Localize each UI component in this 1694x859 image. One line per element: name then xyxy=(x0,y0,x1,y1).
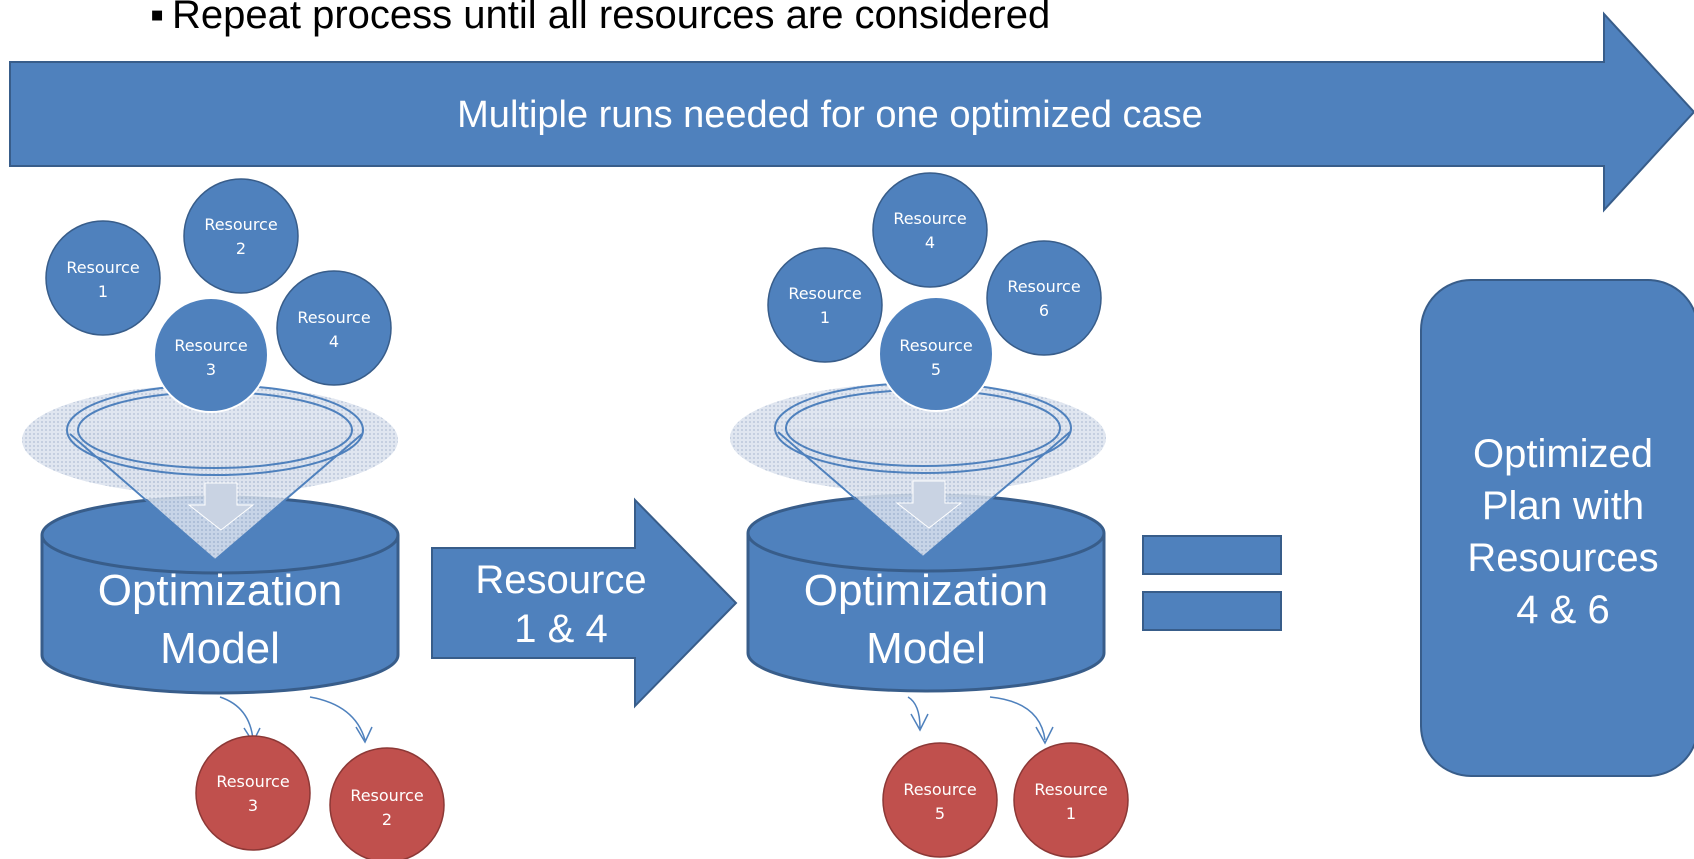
header-line: ▪ Repeat process until all resources are… xyxy=(150,0,1050,37)
resource-input-3-line2: 3 xyxy=(206,360,216,379)
equals-sign xyxy=(1142,535,1282,631)
resource-input-s2-1-line2: 1 xyxy=(820,308,830,327)
transfer-arrow: Resource 1 & 4 xyxy=(431,497,738,709)
resource-input-4-line2: 4 xyxy=(329,332,339,351)
resource-input-s2-5-line2: 5 xyxy=(931,360,941,379)
resource-input-1-line1: Resource xyxy=(66,258,139,277)
resource-input-s2-4-line1: Resource xyxy=(893,209,966,228)
resource-output-s2-5: Resource 5 xyxy=(882,742,998,858)
resource-input-1-line2: 1 xyxy=(98,282,108,301)
resource-input-s2-4-line2: 4 xyxy=(925,233,935,252)
resource-output-2-line1: Resource xyxy=(350,786,423,805)
transfer-arrow-line2: 1 & 4 xyxy=(514,607,607,651)
resource-output-s2-5-line2: 5 xyxy=(935,804,945,823)
resource-input-2-line2: 2 xyxy=(236,239,246,258)
resource-input-4: Resource 4 xyxy=(276,270,392,386)
model-1-line1: Optimization xyxy=(98,566,343,615)
resource-input-s2-6: Resource 6 xyxy=(986,240,1102,356)
resource-input-2-line1: Resource xyxy=(204,215,277,234)
resource-output-3-line2: 3 xyxy=(248,796,258,815)
resource-output-3-line1: Resource xyxy=(216,772,289,791)
resource-output-3: Resource 3 xyxy=(195,735,311,851)
resource-input-s2-1-line1: Resource xyxy=(788,284,861,303)
model-2-line1: Optimization xyxy=(804,566,1049,615)
resource-output-s2-1: Resource 1 xyxy=(1013,742,1129,858)
transfer-arrow-line1: Resource xyxy=(475,558,646,602)
resource-input-2: Resource 2 xyxy=(183,178,299,294)
process-arrow: Multiple runs needed for one optimized c… xyxy=(9,11,1694,213)
header-bullet: ▪ xyxy=(150,0,164,37)
resource-input-3-line1: Resource xyxy=(174,336,247,355)
stage-2: Optimization Model Resource 4 Resource 1… xyxy=(730,172,1129,858)
resource-input-s2-5: Resource 5 xyxy=(878,296,994,412)
resource-input-s2-6-line2: 6 xyxy=(1039,301,1049,320)
model-2-line2: Model xyxy=(866,624,986,673)
resource-output-2: Resource 2 xyxy=(329,747,445,859)
resource-output-s2-5-line1: Resource xyxy=(903,780,976,799)
stage-1: Optimization Model Resource 1 Resource 2… xyxy=(22,178,445,859)
result-line4: 4 & 6 xyxy=(1516,588,1609,632)
output-arrows-1 xyxy=(219,696,373,744)
header-text: Repeat process until all resources are c… xyxy=(172,0,1050,37)
resource-output-s2-1-line2: 1 xyxy=(1066,804,1076,823)
process-arrow-label: Multiple runs needed for one optimized c… xyxy=(457,94,1203,136)
resource-input-s2-4: Resource 4 xyxy=(872,172,988,288)
resource-output-2-line2: 2 xyxy=(382,810,392,829)
resource-output-s2-1-line1: Resource xyxy=(1034,780,1107,799)
result-line2: Plan with xyxy=(1482,484,1644,528)
resource-input-1: Resource 1 xyxy=(45,220,161,336)
result-line1: Optimized xyxy=(1473,432,1653,476)
resource-input-3: Resource 3 xyxy=(153,297,269,413)
result-line3: Resources xyxy=(1467,536,1658,580)
resource-input-s2-6-line1: Resource xyxy=(1007,277,1080,296)
output-arrows-2 xyxy=(907,696,1054,745)
resource-input-4-line1: Resource xyxy=(297,308,370,327)
funnel-1 xyxy=(22,384,398,561)
result-box: Optimized Plan with Resources 4 & 6 xyxy=(1420,279,1694,777)
resource-input-s2-5-line1: Resource xyxy=(899,336,972,355)
model-1-line2: Model xyxy=(160,624,280,673)
resource-input-s2-1: Resource 1 xyxy=(767,247,883,363)
